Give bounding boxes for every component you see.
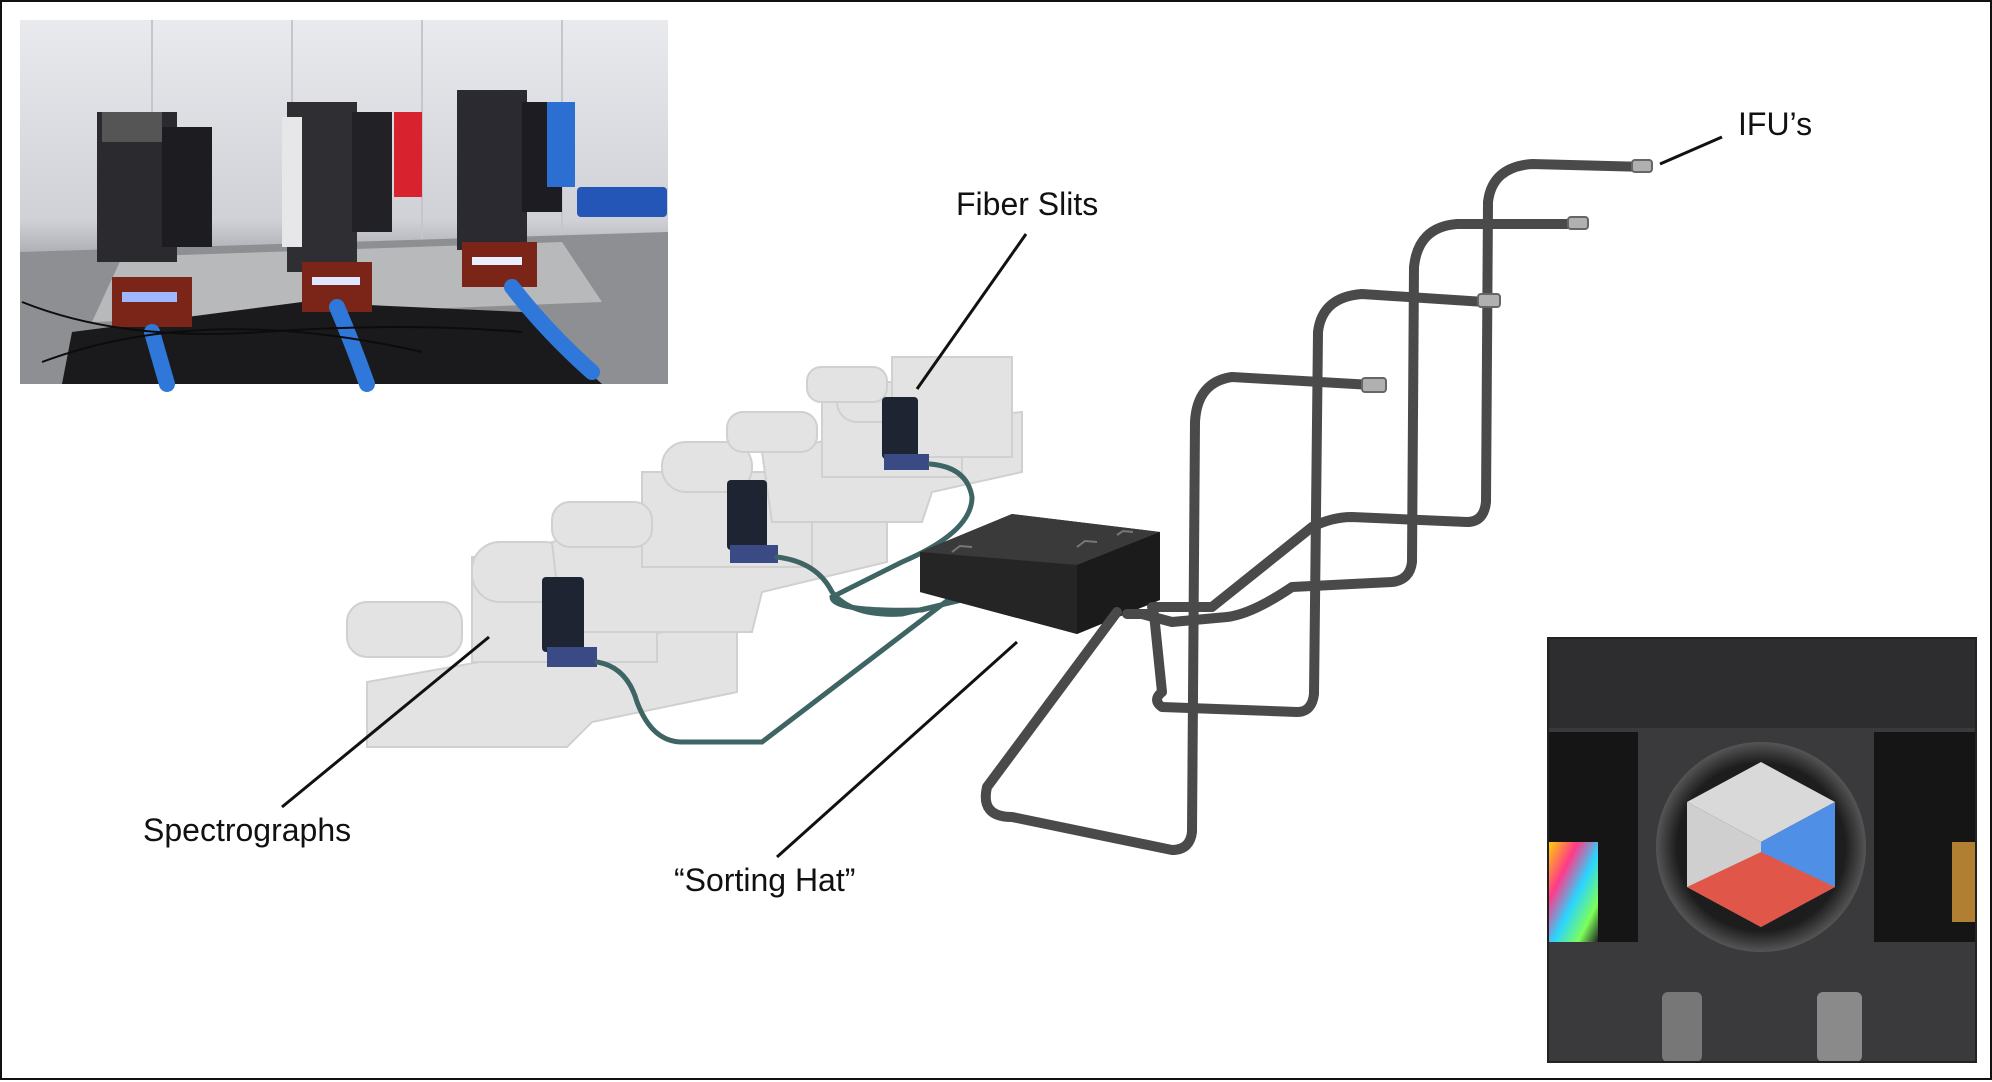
sorting-hat-label: “Sorting Hat” <box>674 862 856 898</box>
ifu-head-3 <box>1567 216 1589 230</box>
fiber-slit-units <box>542 397 929 667</box>
ifu-conduits <box>980 159 1652 855</box>
ghost-spectrographs <box>346 356 1023 748</box>
lab-spectrograph-3 <box>457 90 667 287</box>
ifu-heads <box>1361 159 1653 393</box>
fiber-slits-leader <box>915 233 1028 390</box>
leader-lines <box>281 135 1723 859</box>
sorting-hat-leader <box>775 640 1019 859</box>
ifu-head-2 <box>1477 293 1501 308</box>
fiber-slit-unit-1 <box>542 577 597 667</box>
teal-fiber-cables <box>594 461 975 745</box>
ifu-conduit-4 <box>1147 159 1652 612</box>
ifu-hexagon <box>1687 762 1835 927</box>
ifu-head-1 <box>1361 377 1387 393</box>
lab-photo <box>20 20 668 392</box>
fiber-slit-unit-2 <box>727 480 778 563</box>
lab-spectrograph-2 <box>282 102 422 312</box>
sorting-hat-box <box>920 514 1160 634</box>
lab-spectrograph-1 <box>97 112 212 327</box>
ifus-leader <box>1659 135 1723 166</box>
ifu-head-4 <box>1631 159 1653 173</box>
ifu-conduit-3 <box>1137 219 1579 627</box>
ifu-conduit-2 <box>1122 289 1490 717</box>
spectrographs-leader <box>281 635 490 809</box>
ifus-label: IFU’s <box>1738 106 1813 142</box>
spectrographs-label: Spectrographs <box>143 812 352 848</box>
ifu-photo <box>1547 637 1977 1063</box>
ifu-conduit-1 <box>980 372 1377 855</box>
fiber-slits-label: Fiber Slits <box>956 186 1099 222</box>
fiber-slit-unit-3 <box>882 397 929 470</box>
